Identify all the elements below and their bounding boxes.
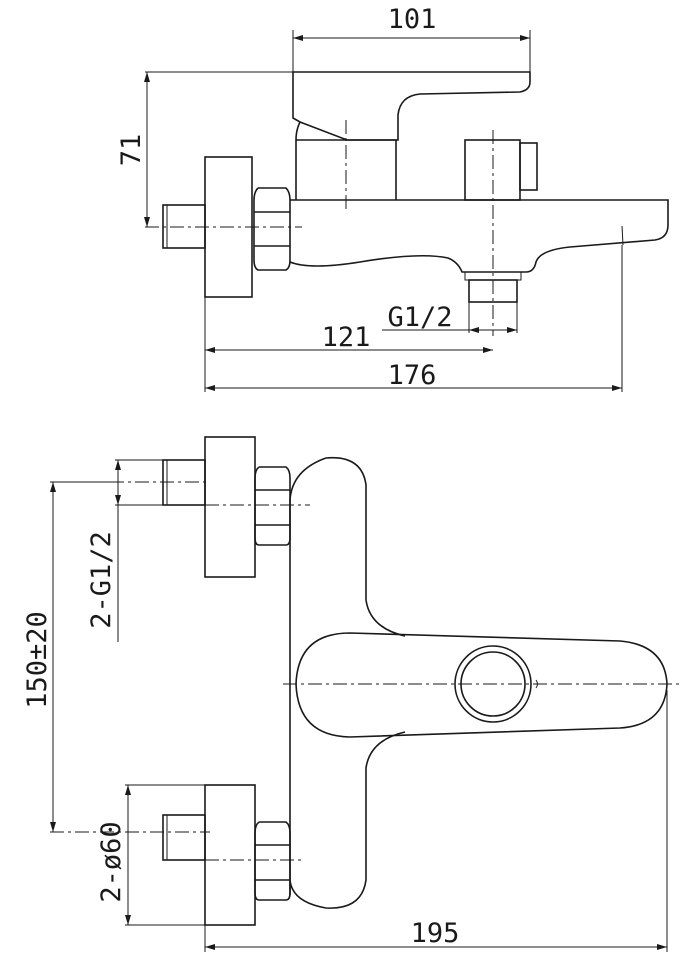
- dim-outlet-thread: G1/2: [387, 302, 452, 333]
- hex-nut: [253, 187, 291, 271]
- mixer-body: [289, 199, 669, 273]
- lower-flange: [204, 784, 256, 926]
- dim-lever-length: 101: [388, 4, 437, 35]
- lever-handle: [292, 71, 531, 141]
- dim-flange-diameter: 2-ø60: [96, 821, 127, 902]
- side-view: 101 71 G1/2 121 176: [116, 4, 669, 392]
- front-view: 2-G1/2 150±20 2-ø60 195: [22, 436, 682, 952]
- dim-total-width: 195: [411, 918, 460, 949]
- upper-flange: [204, 436, 256, 578]
- upper-hex-nut: [254, 466, 291, 546]
- dim-outlet-distance: 121: [322, 322, 371, 353]
- lever-ring-outer: [454, 645, 532, 723]
- dim-inlet-thread: 2-G1/2: [86, 531, 117, 629]
- lower-inlet-pipe: [162, 814, 206, 861]
- dim-inlet-spacing: 150±20: [22, 611, 53, 709]
- lever-front: [295, 632, 668, 738]
- dim-total-depth: 176: [388, 360, 437, 391]
- lower-hex-nut: [254, 821, 291, 901]
- dim-height: 71: [116, 134, 147, 167]
- mixer-body-front: [289, 456, 406, 909]
